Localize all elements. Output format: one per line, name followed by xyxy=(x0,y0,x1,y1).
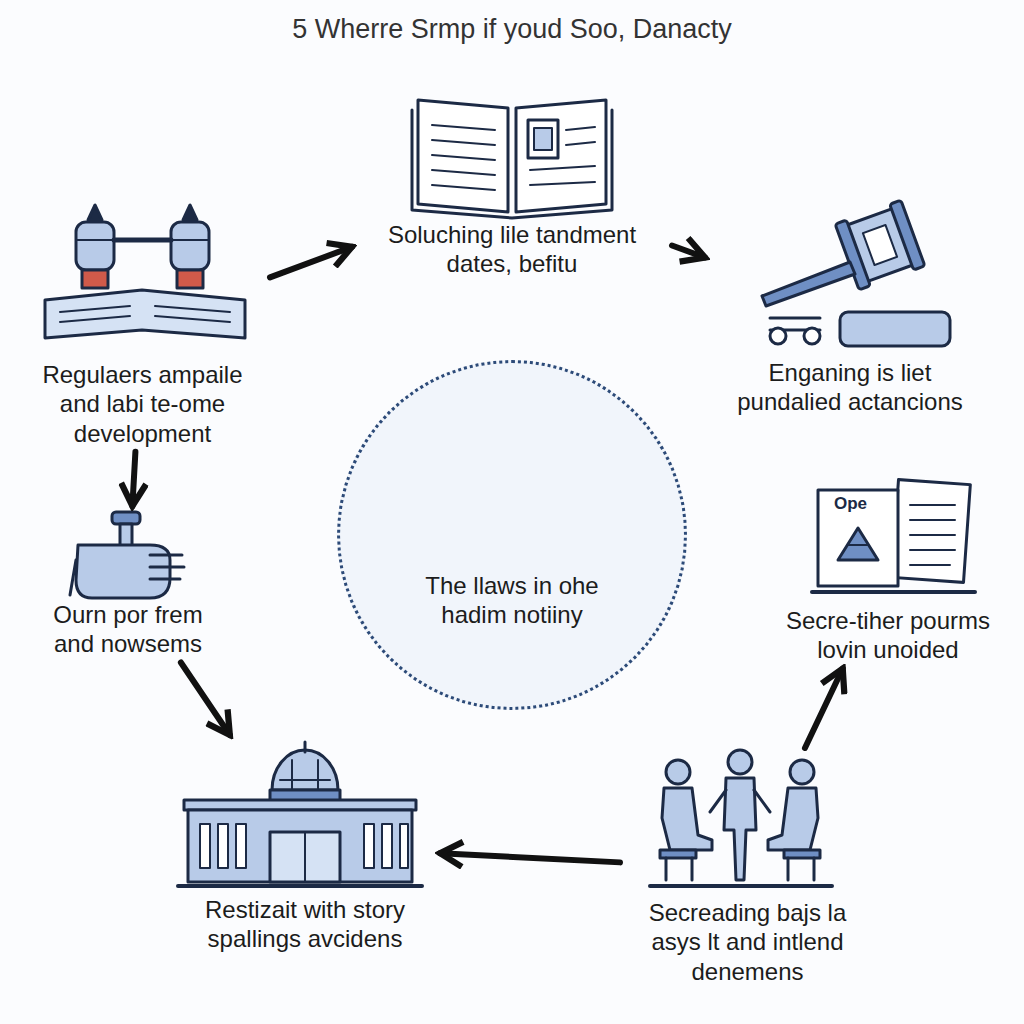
step-item: Soluching lile tandment dates, befitu xyxy=(352,92,672,283)
step-item: Regulaers ampaile and labi te-ome develo… xyxy=(15,198,270,452)
step-caption: The llaws in ohe hadim notiiny xyxy=(405,571,620,630)
icon-label: Ope xyxy=(834,494,867,514)
step-caption: Secre-tiher pourms lovin unoided xyxy=(766,606,1011,665)
gavel-icon xyxy=(762,200,950,346)
center-circle: The llaws in ohe hadim notiiny xyxy=(337,360,687,710)
step-item: Secre-tiher pourms lovin unoided xyxy=(762,478,1014,669)
flow-arrow xyxy=(132,452,135,506)
flow-arrow xyxy=(270,247,352,278)
step-caption: Secreading bajs la asys lt and intlend d… xyxy=(628,898,868,986)
documents-icon xyxy=(812,480,975,592)
book-icon xyxy=(412,100,612,218)
step-item: Enganing is liet pundalied actancions xyxy=(705,200,995,421)
step-caption: Regulaers ampaile and labi te-ome develo… xyxy=(25,360,260,448)
diagram-title: 5 Wherre Srmp if youd Soo, Danacty xyxy=(0,14,1024,45)
step-item: Secreading bajs la asys lt and intlend d… xyxy=(620,748,875,990)
step-caption: Soluching lile tandment dates, befitu xyxy=(362,220,662,279)
building-icon xyxy=(178,742,422,886)
step-caption: Ourn por frem and nowsems xyxy=(36,600,221,659)
flow-arrow xyxy=(672,245,705,257)
flow-arrow xyxy=(181,663,230,735)
scales-icon xyxy=(45,205,245,338)
flow-arrow xyxy=(440,853,620,862)
flow-arrow xyxy=(805,669,843,748)
people-icon xyxy=(650,750,832,886)
step-item: Restizait with story spallings avcidens xyxy=(170,735,440,958)
step-caption: Restizait with story spallings avcidens xyxy=(178,895,433,954)
step-item: Ourn por frem and nowsems xyxy=(28,506,228,663)
hand-icon xyxy=(70,512,184,598)
step-caption: Enganing is liet pundalied actancions xyxy=(715,358,985,417)
